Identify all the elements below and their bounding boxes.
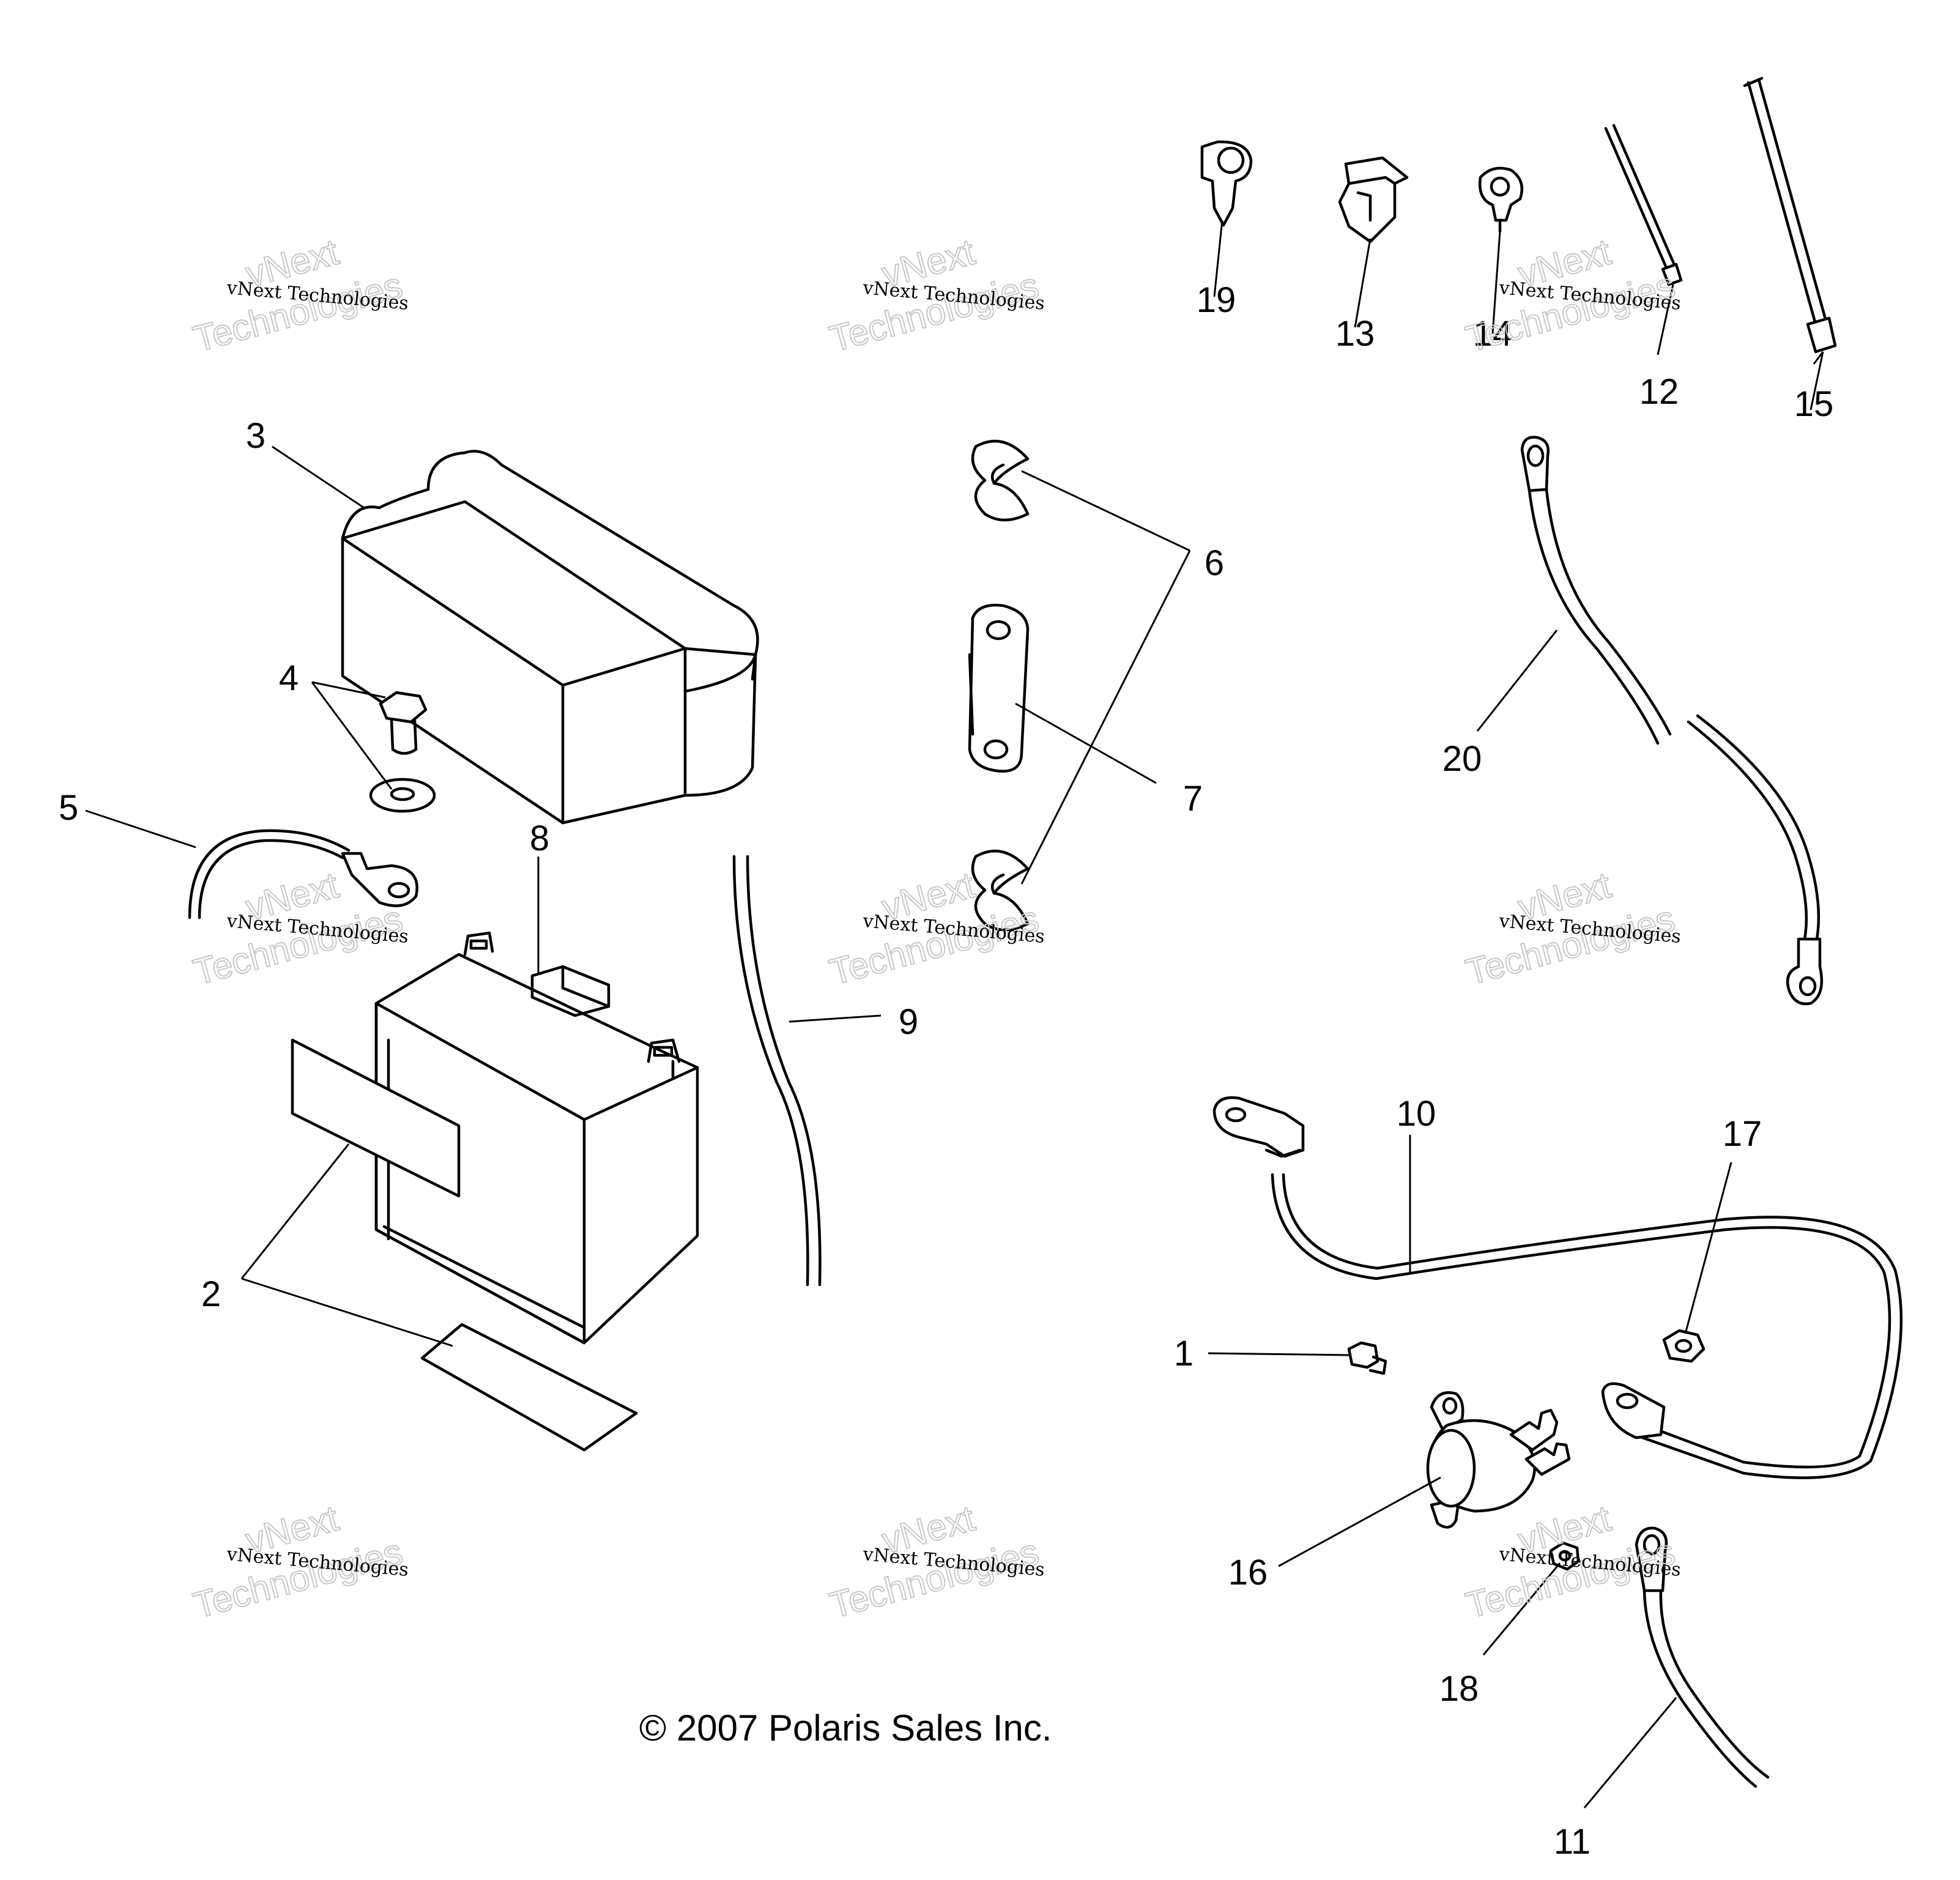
callout-9: 9	[899, 1002, 918, 1042]
callout-6: 6	[1205, 543, 1224, 583]
part-5-short-cable	[188, 829, 418, 920]
callout-12: 12	[1639, 372, 1679, 412]
part-3-battery-cover	[341, 450, 759, 825]
part-2-decals	[291, 1038, 638, 1452]
callouts: 1 2 3 4 5 6 7 8 9 10 11 12 13 14 15 16 1…	[59, 280, 1833, 1862]
callout-17: 17	[1723, 1114, 1762, 1154]
callout-7: 7	[1183, 779, 1203, 819]
part-15-cable-tie	[1743, 76, 1837, 354]
callout-16: 16	[1228, 1553, 1268, 1592]
part-13-bracket	[1338, 156, 1409, 243]
copyright-notice: © 2007 Polaris Sales Inc.	[639, 1707, 1052, 1748]
watermark: vNext Technologies vNext Technologies	[825, 1497, 1045, 1627]
part-18-nut	[1549, 1541, 1580, 1571]
watermark: vNext Technologies vNext Technologies	[188, 231, 409, 360]
callout-5: 5	[59, 788, 78, 828]
part-10-cable	[1212, 1096, 1903, 1479]
callout-15: 15	[1794, 384, 1834, 424]
part-4-bolt-washer	[369, 691, 436, 813]
part-16-solenoid	[1426, 1391, 1571, 1529]
callout-20: 20	[1442, 739, 1482, 779]
callout-10: 10	[1397, 1094, 1436, 1134]
callout-3: 3	[246, 416, 265, 456]
callout-8: 8	[530, 819, 549, 858]
callout-11: 11	[1554, 1822, 1591, 1862]
part-20-cable	[1520, 436, 1824, 1006]
part-8-battery	[374, 931, 699, 1345]
watermark: vNext Technologies vNext Technologies	[1461, 864, 1682, 994]
callout-13: 13	[1335, 314, 1375, 354]
watermark: vNext Technologies vNext Technologies	[825, 231, 1045, 360]
part-1-screw	[1347, 1341, 1387, 1375]
part-12-cable-tie	[1604, 124, 1683, 286]
callout-2: 2	[201, 1274, 221, 1314]
callout-18: 18	[1439, 1669, 1479, 1709]
watermark: vNext Technologies vNext Technologies	[825, 864, 1045, 994]
callout-19: 19	[1197, 280, 1236, 320]
callout-14: 14	[1473, 314, 1513, 354]
watermark: vNext Technologies vNext Technologies	[1461, 1497, 1682, 1627]
part-9-cable	[732, 855, 822, 1287]
part-14-cable-clip	[1478, 166, 1524, 233]
part-17-nut	[1662, 1329, 1706, 1363]
callout-1: 1	[1174, 1334, 1193, 1373]
watermark: vNext Technologies vNext Technologies	[188, 1497, 409, 1627]
leader-lines	[85, 220, 1824, 1808]
part-11-cable	[1635, 1526, 1770, 1788]
callout-4: 4	[279, 658, 299, 698]
part-6-clips	[971, 439, 1030, 932]
part-7-strap	[968, 603, 1030, 773]
part-19-push-clip	[1200, 140, 1253, 227]
